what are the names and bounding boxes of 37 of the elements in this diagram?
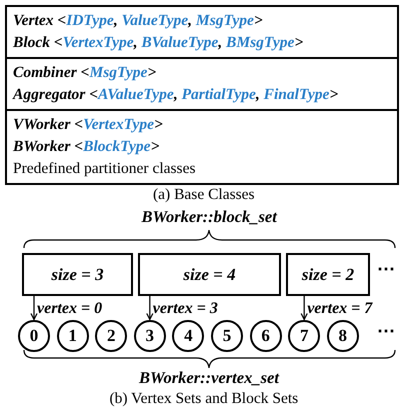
class-group-row — [5, 5, 399, 59]
class-group-row — [5, 109, 399, 185]
arrow — [30, 296, 38, 320]
figure-caption: (a) Base Classes — [153, 186, 255, 204]
arrow — [300, 296, 308, 320]
set-label: BWorker::vertex_set — [139, 368, 279, 388]
vertex-circle: 4 — [172, 320, 204, 352]
class-description: Predefined partitioner classes — [13, 159, 196, 179]
edge-label: vertex = 3 — [152, 300, 218, 318]
block-size-label: size = 3 — [51, 264, 104, 284]
edge-label: vertex = 0 — [37, 300, 102, 318]
arrow — [146, 296, 154, 320]
class-template-signature: Vertex <IDType, ValueType, MsgType> — [13, 11, 264, 31]
vertex-circle: 5 — [211, 320, 243, 352]
vertex-circle: 3 — [134, 320, 166, 352]
vertex-circle: 2 — [95, 320, 128, 352]
ellipsis: ⋯ — [377, 320, 395, 342]
block-size-label: size = 2 — [302, 264, 354, 284]
block-size-label: size = 4 — [183, 264, 236, 284]
class-template-signature: Block <VertexType, BValueType, BMsgType> — [13, 33, 304, 53]
vertex-circle: 0 — [18, 320, 50, 352]
vertex-circle: 1 — [56, 320, 89, 352]
class-group-row — [5, 57, 399, 111]
figure-caption: (b) Vertex Sets and Block Sets — [110, 390, 298, 408]
edge-label: vertex = 7 — [307, 300, 372, 318]
class-template-signature: BWorker <BlockType> — [13, 137, 160, 157]
ellipsis: ⋯ — [377, 258, 395, 280]
set-label: BWorker::block_set — [142, 207, 277, 227]
vertex-circle: 7 — [288, 320, 320, 352]
block-box — [286, 253, 370, 296]
class-template-signature: Aggregator <AValueType, PartialType, FinalType> — [13, 85, 340, 105]
class-template-signature: VWorker <VertexType> — [13, 115, 164, 135]
vertex-circle: 8 — [326, 320, 359, 352]
vertex-circle: 6 — [250, 320, 282, 352]
block-box — [22, 253, 133, 296]
block-box — [138, 253, 281, 296]
class-template-signature: Combiner <MsgType> — [13, 63, 158, 83]
